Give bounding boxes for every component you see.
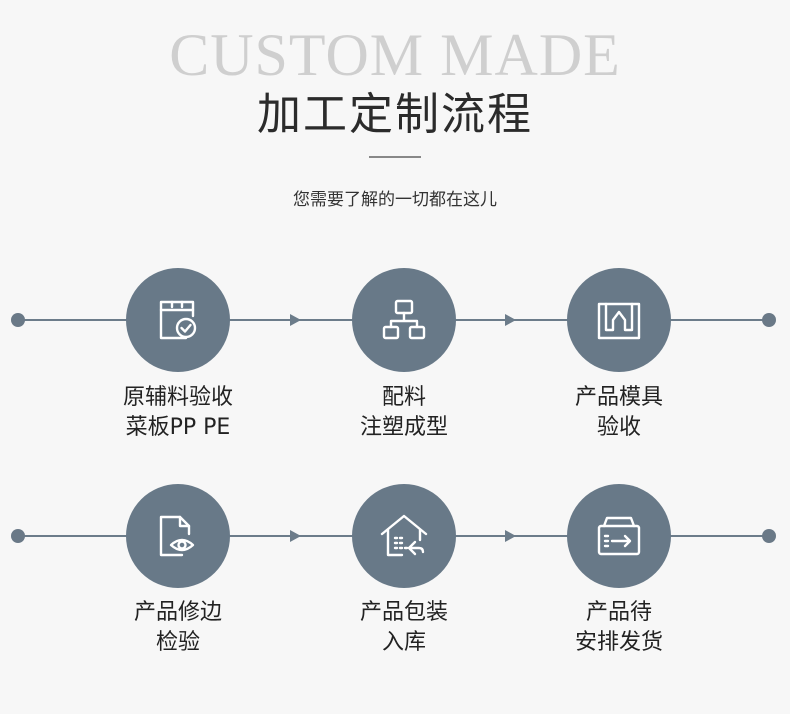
step-2-line-2: 注塑成型 bbox=[359, 415, 448, 440]
row-1-end-dot bbox=[762, 313, 776, 327]
step-5-label: 产品包装 入库 bbox=[304, 598, 504, 658]
step-1-line-1: 原辅料验收 bbox=[122, 385, 233, 410]
document-eye-icon bbox=[159, 515, 195, 557]
step-5-circle bbox=[352, 484, 456, 588]
row-2-start-dot bbox=[11, 529, 25, 543]
step-2-line-1: 配料 bbox=[381, 385, 426, 410]
step-3-label: 产品模具 验收 bbox=[519, 383, 719, 443]
step-1-circle bbox=[126, 268, 230, 372]
step-6-line-1: 产品待 bbox=[585, 600, 652, 625]
box-arrow-icon bbox=[597, 516, 641, 556]
step-3-line-2: 验收 bbox=[596, 415, 641, 440]
row-1-arrow-2 bbox=[505, 314, 516, 326]
english-title: CUSTOM MADE bbox=[169, 22, 621, 88]
row-2-arrow-2 bbox=[505, 530, 516, 542]
row-1-arrow-1 bbox=[290, 314, 301, 326]
row-1-start-dot bbox=[11, 313, 25, 327]
page-title: 加工定制流程 bbox=[257, 89, 533, 140]
step-4-circle bbox=[126, 484, 230, 588]
step-4-label: 产品修边 检验 bbox=[78, 598, 278, 658]
step-3-circle bbox=[567, 268, 671, 372]
step-5-line-1: 产品包装 bbox=[359, 600, 448, 625]
title-divider bbox=[369, 156, 421, 158]
org-chart-icon bbox=[382, 299, 426, 340]
step-6-line-2: 安排发货 bbox=[574, 630, 663, 655]
calendar-check-icon bbox=[159, 300, 197, 340]
page-subtitle: 您需要了解的一切都在这儿 bbox=[293, 190, 497, 210]
house-package-icon bbox=[380, 514, 428, 557]
row-2-end-dot bbox=[762, 529, 776, 543]
step-1-line-2: 菜板PP PE bbox=[125, 415, 231, 440]
row-2-arrow-1 bbox=[290, 530, 301, 542]
step-1-label: 原辅料验收 菜板PP PE bbox=[78, 383, 278, 443]
step-2-label: 配料 注塑成型 bbox=[304, 383, 504, 443]
step-3-line-1: 产品模具 bbox=[574, 385, 663, 410]
step-4-line-1: 产品修边 bbox=[133, 600, 222, 625]
step-6-circle bbox=[567, 484, 671, 588]
mold-icon bbox=[597, 302, 641, 340]
step-2-circle bbox=[352, 268, 456, 372]
step-6-label: 产品待 安排发货 bbox=[519, 598, 719, 658]
step-5-line-2: 入库 bbox=[381, 630, 426, 655]
step-4-line-2: 检验 bbox=[155, 630, 200, 655]
